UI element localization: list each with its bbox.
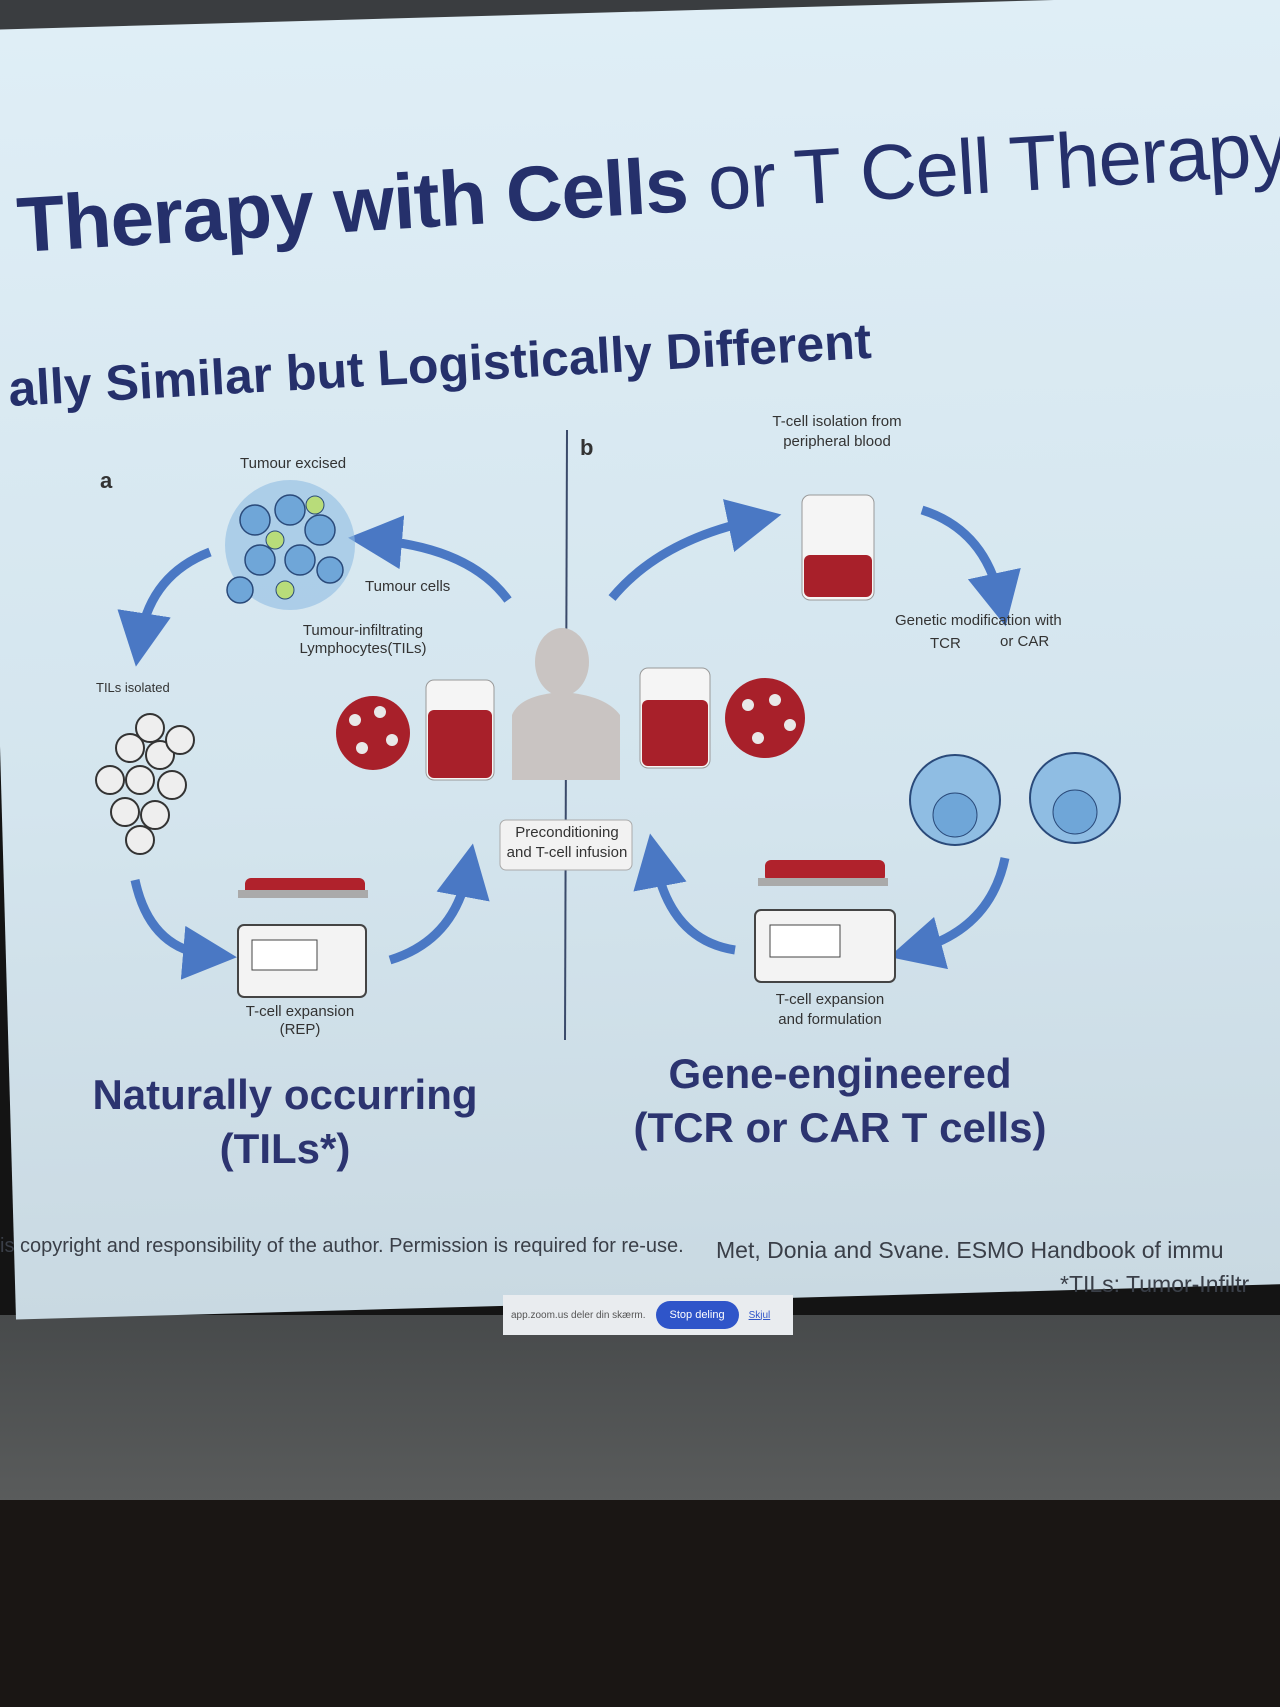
t-cells-left-icon <box>336 696 410 770</box>
genetic-mod-label: Genetic modification with <box>895 612 1062 629</box>
share-message: app.zoom.us deler din skærm. <box>511 1309 646 1321</box>
caption-natural-line2: (TILs*) <box>219 1125 351 1172</box>
patient-silhouette-icon <box>512 628 620 780</box>
blood-bag-right-icon <box>639 667 711 769</box>
stop-sharing-button[interactable]: Stop deling <box>655 1301 739 1329</box>
caption-natural-line1: Naturally occurring <box>92 1071 478 1118</box>
diagram <box>95 429 1121 1041</box>
expansion-formulation-label: T-cell expansion and formulation <box>775 991 885 1028</box>
engineered-cells-icon <box>909 752 1121 846</box>
caption-natural: Naturally occurring (TILs*) <box>85 1068 485 1176</box>
panel-b-letter: b <box>580 435 594 460</box>
infusion-label: Preconditioning and T-cell infusion <box>506 824 628 861</box>
hide-link[interactable]: Skjul <box>748 1309 771 1321</box>
screen-share-bar: app.zoom.us deler din skærm. Stop deling… <box>503 1295 793 1335</box>
tils-cluster-icon <box>95 713 195 855</box>
tcr-label: TCR <box>930 635 961 652</box>
caption-engineered-line2: (TCR or CAR T cells) <box>633 1104 1047 1151</box>
footer-citation: Met, Donia and Svane. ESMO Handbook of i… <box>716 1237 1224 1263</box>
room-floor <box>0 1500 1280 1707</box>
infusion-label-box <box>499 819 633 871</box>
caption-engineered-line1: Gene-engineered <box>668 1050 1012 1097</box>
rep-label: T-cell expansion (REP) <box>245 1003 355 1038</box>
tumour-excised-label: Tumour excised <box>240 455 347 472</box>
projector-wall <box>0 1315 1280 1505</box>
tils-label: Tumour-infiltrating Lymphocytes(TILs) <box>299 622 427 657</box>
tils-isolated-label: TILs isolated <box>96 680 170 695</box>
isolation-label: T-cell isolation from peripheral blood <box>772 413 902 450</box>
cell-culture-device-right-icon <box>754 860 896 983</box>
blood-bag-left-icon <box>425 679 495 781</box>
blood-bag-isolation-icon <box>801 494 875 601</box>
footer-copyright: is copyright and responsibility of the a… <box>0 1235 684 1257</box>
cycle-arrows <box>117 499 1021 980</box>
t-cells-right-icon <box>725 678 805 758</box>
panel-a-letter: a <box>100 468 113 493</box>
caption-engineered: Gene-engineered (TCR or CAR T cells) <box>600 1047 1080 1155</box>
footer-tils-note: *TILs: Tumor-Infiltr <box>1060 1271 1250 1297</box>
tumour-mass-icon <box>225 480 355 610</box>
cell-culture-device-left-icon <box>237 878 368 998</box>
car-label: or CAR <box>1000 633 1050 650</box>
tumour-cells-label: Tumour cells <box>365 578 451 595</box>
